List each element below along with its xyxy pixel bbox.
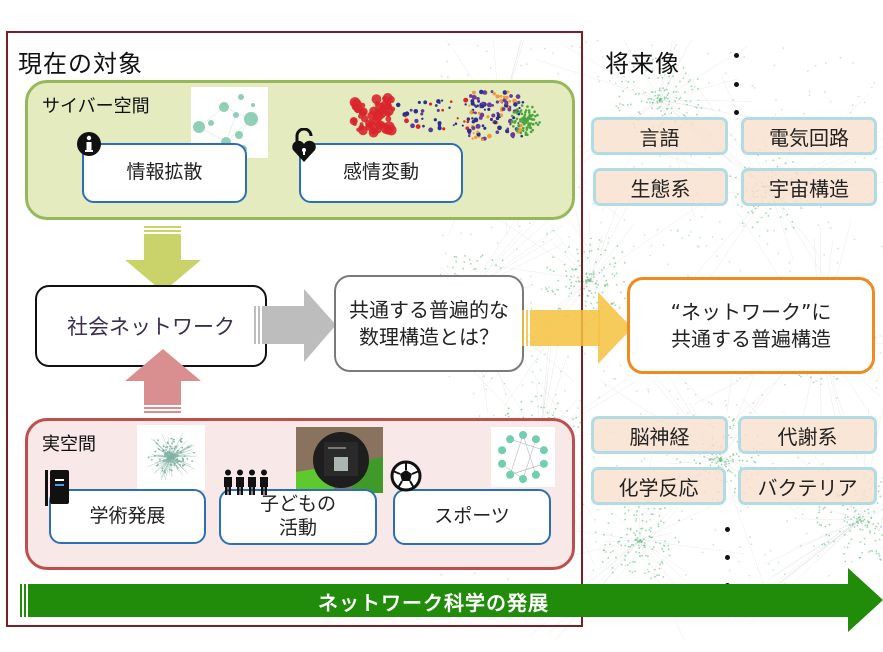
timeline-arrow [20,568,883,632]
heart-lock-icon [292,128,316,162]
current-targets-title: 現在の対象 [18,50,143,78]
ellipsis-dot [734,53,739,58]
info-spread-node[interactable]: 情報拡散 [82,143,247,203]
cyber-space-label: サイバー空間 [42,96,150,117]
social-network-label: 社会ネットワーク [67,315,235,339]
ellipsis-dot [734,82,739,87]
goal-line2: 共通する普遍構造 [670,326,831,351]
future-tag-chemical-reaction: 化学反応 [591,467,726,505]
future-title: 将来像 [605,50,680,78]
yellow-right-arrow [522,292,632,364]
academic-node[interactable]: 学術発展 [49,489,206,544]
emotion-change-node[interactable]: 感情変動 [299,143,463,203]
people-icon [224,469,268,495]
question-line1: 共通する普遍的な [349,297,509,322]
ellipsis-dot [725,555,730,560]
academic-label: 学術発展 [89,504,166,527]
sports-label: スポーツ [434,505,510,528]
future-tag-brain-nerve: 脳神経 [591,416,728,454]
children-activity-node[interactable]: 子どもの 活動 [219,489,377,545]
future-tag-ecosystem: 生態系 [593,168,728,206]
goal-line1: “ネットワーク”に [670,299,832,324]
info-spread-label: 情報拡散 [126,161,203,184]
future-tag-electric-circuit: 電気回路 [741,117,877,155]
ellipsis-dot [734,110,739,115]
up-arrow-real [125,349,201,413]
future-tag-bacteria: バクテリア [738,467,877,505]
social-network-node[interactable]: 社会ネットワーク [35,285,267,367]
future-tag-language: 言語 [591,117,728,155]
emotion-change-label: 感情変動 [342,161,419,184]
real-space-label: 実空間 [42,434,96,455]
sports-node[interactable]: スポーツ [393,489,551,545]
universal-structure-node[interactable]: “ネットワーク”に 共通する普遍構造 [627,277,875,374]
down-arrow-cyber [125,226,201,292]
academic-network-thumbnail [137,425,205,490]
question-node[interactable]: 共通する普遍的な 数理構造とは？ [334,275,524,372]
children-sensor-photo [296,427,383,493]
info-icon [77,132,101,156]
soccer-ball-icon [390,460,422,492]
book-icon [45,470,69,506]
sports-network-thumbnail [491,427,555,487]
question-line2: 数理構造とは？ [359,324,499,349]
future-tag-cosmic-structure: 宇宙構造 [741,168,877,206]
children-line2: 活動 [278,517,317,539]
children-line1: 子どもの [259,493,336,516]
future-tag-metabolism: 代謝系 [738,416,877,454]
ellipsis-dot [725,527,730,532]
timeline-label: ネットワーク科学の発展 [318,591,549,615]
emotion-network-thumbnail [349,89,541,142]
gray-right-arrow [254,289,336,362]
